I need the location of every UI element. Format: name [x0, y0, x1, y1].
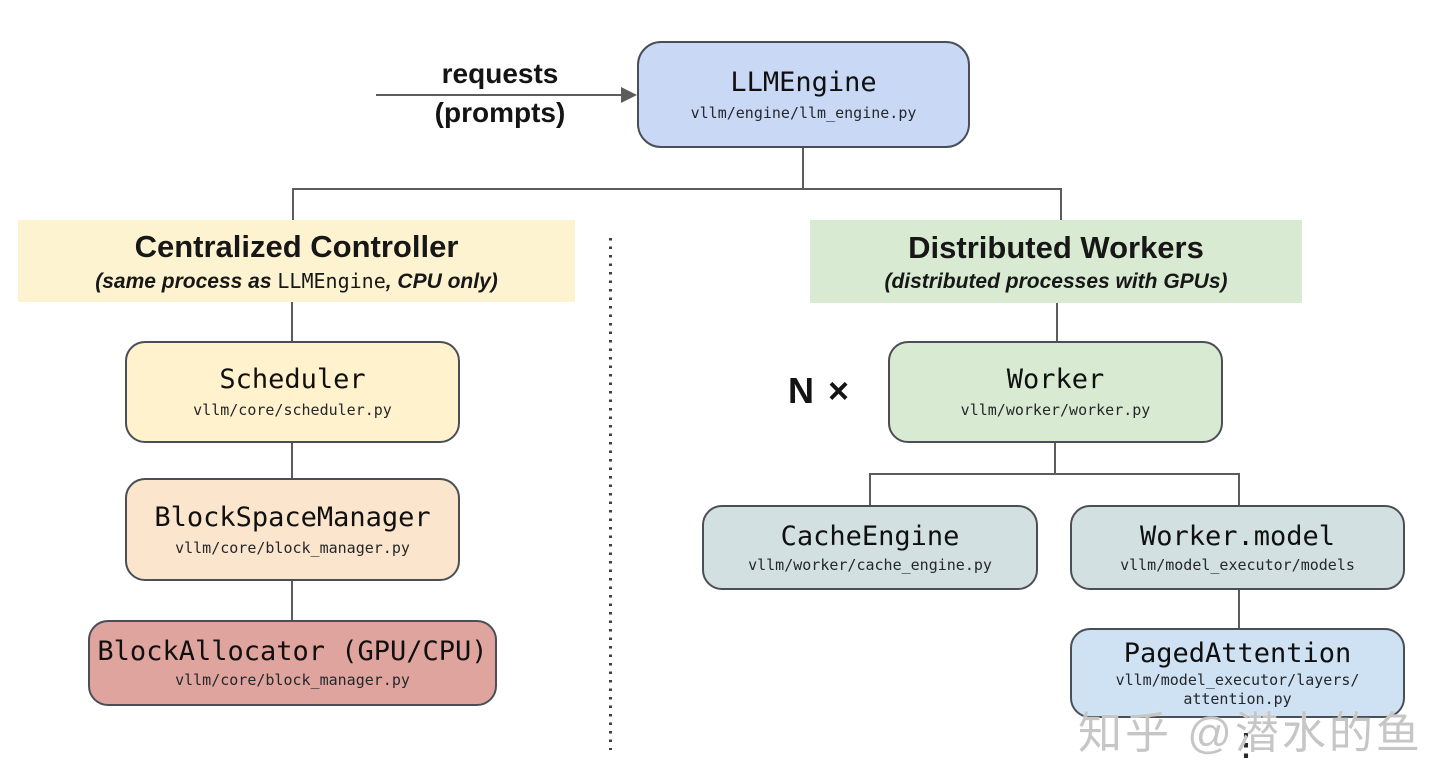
section-title: Distributed Workers	[908, 230, 1204, 266]
section-divider-dotted-line	[609, 238, 612, 750]
node-block-allocator: BlockAllocator (GPU/CPU) vllm/core/block…	[88, 620, 497, 706]
node-llm-engine: LLMEngine vllm/engine/llm_engine.py	[637, 41, 970, 148]
node-path: vllm/core/block_manager.py	[175, 538, 410, 557]
path-line-1: vllm/model_executor/layers/	[1115, 670, 1360, 689]
edge-workers-worker	[1056, 303, 1058, 342]
node-scheduler: Scheduler vllm/core/scheduler.py	[125, 341, 460, 443]
node-path: vllm/model_executor/layers/attention.py	[1116, 671, 1360, 709]
edge-to-workermodel	[1238, 473, 1240, 506]
edge-llmengine-down	[802, 148, 804, 189]
requests-arrow-head-icon	[621, 87, 637, 103]
node-path: vllm/core/block_manager.py	[175, 671, 410, 690]
node-path: vllm/worker/cache_engine.py	[748, 555, 992, 574]
node-cache-engine: CacheEngine vllm/worker/cache_engine.py	[702, 505, 1038, 590]
section-title: Centralized Controller	[134, 229, 459, 265]
node-worker: Worker vllm/worker/worker.py	[888, 341, 1223, 443]
node-path: vllm/worker/worker.py	[960, 401, 1151, 420]
subtitle-prefix: (same process as	[95, 269, 278, 293]
edge-bsm-blockallocator	[291, 581, 293, 621]
node-title: CacheEngine	[780, 520, 960, 552]
node-title: Scheduler	[219, 364, 366, 396]
edge-worker-split	[869, 473, 1240, 475]
node-title: LLMEngine	[730, 66, 877, 98]
section-distributed-workers: Distributed Workers (distributed process…	[810, 220, 1302, 303]
node-path: vllm/core/scheduler.py	[193, 401, 392, 420]
edge-worker-down	[1054, 443, 1056, 475]
section-subtitle: (distributed processes with GPUs)	[884, 269, 1228, 293]
subtitle-code: LLMEngine	[277, 268, 386, 293]
edge-top-split	[292, 188, 1062, 190]
edge-to-controller	[292, 188, 294, 222]
node-title: PagedAttention	[1123, 637, 1352, 669]
node-title: BlockAllocator (GPU/CPU)	[97, 636, 488, 668]
node-worker-model: Worker.model vllm/model_executor/models	[1070, 505, 1405, 590]
node-path: vllm/engine/llm_engine.py	[690, 103, 917, 122]
subtitle-suffix: , CPU only)	[385, 269, 498, 293]
requests-arrow-line	[376, 94, 624, 96]
prompts-label: (prompts)	[434, 97, 566, 128]
node-path: vllm/model_executor/models	[1120, 555, 1355, 574]
edge-workermodel-pagedattention	[1238, 590, 1240, 629]
edge-to-workers	[1060, 188, 1062, 222]
section-subtitle: (same process as LLMEngine, CPU only)	[95, 269, 498, 294]
node-title: BlockSpaceManager	[154, 501, 431, 533]
node-block-space-manager: BlockSpaceManager vllm/core/block_manage…	[125, 478, 460, 581]
requests-label: requests	[441, 58, 559, 89]
edge-to-cacheengine	[869, 473, 871, 506]
path-line-2: attention.py	[1183, 689, 1292, 708]
node-title: Worker.model	[1139, 520, 1336, 552]
edge-controller-scheduler	[291, 302, 293, 342]
worker-multiplicity-label: N ×	[788, 370, 852, 411]
node-title: Worker	[1006, 364, 1105, 396]
edge-scheduler-bsm	[291, 443, 293, 479]
section-centralized-controller: Centralized Controller (same process as …	[18, 220, 575, 302]
node-paged-attention: PagedAttention vllm/model_executor/layer…	[1070, 628, 1405, 718]
watermark: 知乎 @潜水的鱼	[1078, 709, 1423, 758]
